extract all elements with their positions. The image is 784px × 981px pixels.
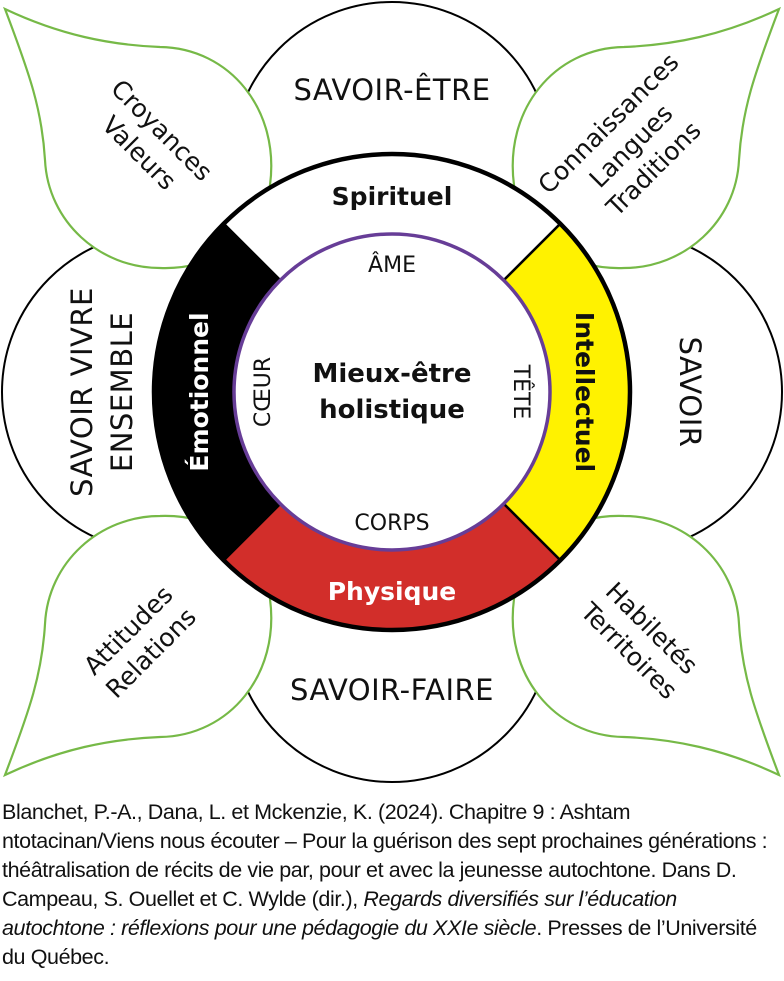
citation-publisher: . Presses de l’Université du Québec. — [2, 916, 757, 969]
medicine-wheel-ring — [151, 151, 633, 633]
center-title-line2: holistique — [319, 395, 465, 425]
petal-label-left-line2: ENSEMBLE — [105, 312, 139, 472]
leaves — [3, 6, 781, 778]
petal-label-savoir-vivre-ensemble: SAVOIR VIVRE ENSEMBLE — [65, 287, 139, 497]
petal-label-savoir-etre: SAVOIR-ÊTRE — [293, 73, 490, 107]
citation-book-title: Regards diversifiés sur l’éducation auto… — [2, 887, 677, 940]
petal-label-savoir: SAVOIR — [673, 337, 707, 448]
inner-label-tete: TÊTE — [508, 364, 534, 420]
segment-label-intellectuel: Intellectuel — [570, 312, 599, 472]
petal-label-left-line1: SAVOIR VIVRE — [65, 287, 99, 497]
petal-label-savoir-faire: SAVOIR-FAIRE — [290, 673, 494, 707]
segment-label-physique: Physique — [328, 577, 457, 606]
inner-label-coeur: CŒUR — [251, 357, 276, 427]
center-title-line1: Mieux-être — [312, 359, 471, 389]
citation: Blanchet, P.-A., Dana, L. et Mckenzie, K… — [2, 798, 782, 972]
inner-circle — [232, 232, 552, 552]
holistic-wellbeing-diagram: SAVOIR-ÊTRE SAVOIR-FAIRE SAVOIR SAVOIR V… — [1, 1, 783, 783]
inner-label-ame: ÂME — [368, 252, 416, 278]
segment-label-emotionnel: Émotionnel — [185, 312, 214, 471]
segment-label-spirituel: Spirituel — [332, 182, 453, 211]
inner-label-corps: CORPS — [354, 511, 429, 536]
ring-outer-border — [151, 151, 633, 633]
citation-text: Blanchet, P.-A., Dana, L. et Mckenzie, K… — [2, 800, 768, 911]
